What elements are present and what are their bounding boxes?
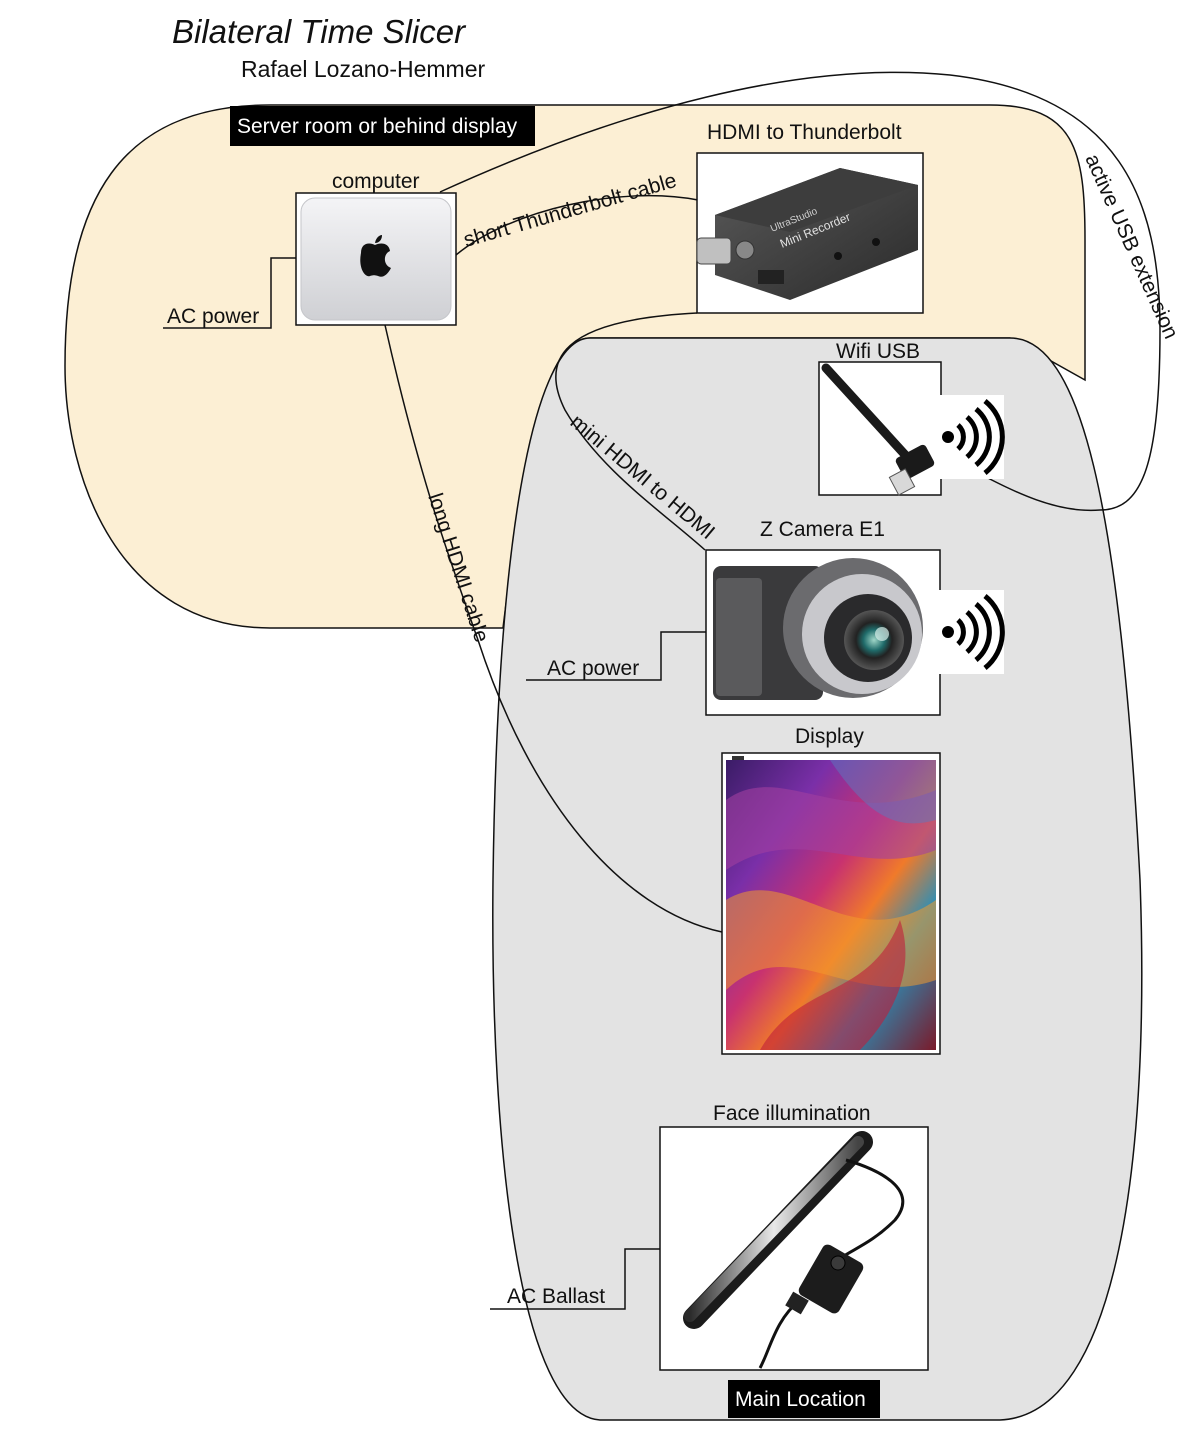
server-zone-label: Server room or behind display: [237, 115, 518, 138]
computer-power-label: AC power: [167, 305, 259, 328]
apple-logo-icon: [360, 235, 391, 277]
light-device: [659, 1126, 929, 1371]
computer-label: computer: [332, 170, 420, 193]
camera-power-label: AC power: [547, 657, 639, 680]
computer-power-line: [163, 257, 296, 329]
wifi-signal-icon: [938, 590, 1005, 674]
light-power-label: AC Ballast: [507, 1285, 605, 1308]
server-zone-label-bg: [230, 106, 535, 146]
hdmi-converter-label: HDMI to Thunderbolt: [707, 121, 902, 144]
main-zone-label-bg: [728, 1380, 880, 1418]
mini-hdmi-cable: [555, 312, 706, 551]
camera-label: Z Camera E1: [760, 518, 885, 541]
camera-device: [705, 549, 941, 716]
light-label: Face illumination: [713, 1102, 871, 1125]
wifi-usb-label: Wifi USB: [836, 340, 920, 363]
display-device: [721, 752, 941, 1055]
short-thunderbolt-cable: [455, 194, 699, 256]
diagram-author: Rafael Lozano-Hemmer: [241, 56, 486, 82]
display-label: Display: [795, 725, 864, 748]
diagram-title: Bilateral Time Slicer: [172, 13, 467, 50]
computer-device: [295, 192, 457, 326]
long-hdmi-cable: [384, 324, 723, 933]
camera-power-line: [526, 631, 706, 681]
main-zone-label: Main Location: [735, 1388, 866, 1411]
usb-extension-label: active USB extension: [1080, 151, 1182, 343]
wifi-usb-device: [818, 361, 942, 496]
hdmi-converter-device: UltraStudio Mini Recorder: [696, 152, 924, 314]
usb-extension-cable: [439, 71, 1161, 512]
light-power-line: [490, 1248, 660, 1310]
wifi-signal-icon: [938, 395, 1005, 479]
